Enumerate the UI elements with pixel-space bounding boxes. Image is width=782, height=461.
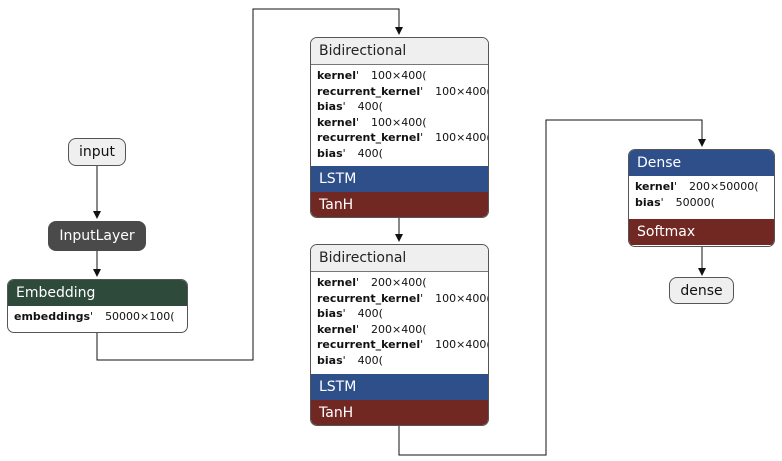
param-row: bias'400( <box>317 146 383 160</box>
param-key: recurrent_kernel <box>317 291 421 305</box>
dense-params: kernel'200×50000( bias'50000( <box>629 176 774 219</box>
param-key: embeddings <box>14 310 91 323</box>
param-value: 400( <box>357 100 383 113</box>
bidirectional-2-title: Bidirectional <box>311 245 488 272</box>
param-row: kernel'100×400( <box>317 115 427 129</box>
dense-node[interactable]: Dense kernel'200×50000( bias'50000( Soft… <box>628 149 775 247</box>
output-node[interactable]: dense <box>669 277 734 304</box>
param-value: 100×400( <box>435 338 489 351</box>
embedding-title: Embedding <box>8 280 187 306</box>
param-row: kernel'200×50000( <box>635 180 759 193</box>
param-key: kernel <box>317 69 356 82</box>
param-row: embeddings'50000×100( <box>14 310 175 323</box>
bidirectional-1-title: Bidirectional <box>311 38 488 65</box>
param-value: 200×400( <box>371 276 427 289</box>
param-value: 100×400( <box>435 84 489 98</box>
param-key: bias <box>635 195 661 209</box>
param-value: 400( <box>357 146 383 160</box>
bidirectional-2-params: kernel'200×400( recurrent_kernel'100×400… <box>311 272 488 374</box>
embedding-params: embeddings'50000×100( <box>8 306 187 328</box>
param-row: bias'50000( <box>635 195 715 209</box>
param-row: kernel'100×400( <box>317 69 427 82</box>
input-layer-label: InputLayer <box>59 228 135 244</box>
input-node[interactable]: input <box>68 138 126 166</box>
param-row: recurrent_kernel'100×400( <box>317 291 489 305</box>
param-row: recurrent_kernel'100×400( <box>317 131 489 144</box>
dense-title: Dense <box>629 150 774 176</box>
edge-bidirectional2-dense <box>398 119 706 456</box>
bidirectional-node-2[interactable]: Bidirectional kernel'200×400( recurrent_… <box>310 244 489 426</box>
param-key: bias <box>317 100 343 113</box>
param-value: 100×400( <box>435 131 489 144</box>
param-row: recurrent_kernel'100×400( <box>317 84 489 98</box>
tanh-band-1: TanH <box>311 192 488 217</box>
param-row: kernel'200×400( <box>317 276 427 289</box>
param-value: 50000( <box>675 195 715 209</box>
param-key: kernel <box>635 180 674 193</box>
param-row: bias'400( <box>317 100 383 113</box>
param-row: recurrent_kernel'100×400( <box>317 338 489 351</box>
param-key: bias <box>317 307 343 320</box>
embedding-node[interactable]: Embedding embeddings'50000×100( <box>7 279 188 333</box>
param-value: 200×50000( <box>689 180 759 193</box>
param-key: kernel <box>317 322 356 336</box>
param-key: recurrent_kernel <box>317 131 421 144</box>
bidirectional-node-1[interactable]: Bidirectional kernel'100×400( recurrent_… <box>310 37 489 218</box>
param-row: bias'400( <box>317 307 383 320</box>
tanh-band-2: TanH <box>311 400 488 425</box>
input-layer-node[interactable]: InputLayer <box>48 221 146 251</box>
param-row: kernel'200×400( <box>317 322 427 336</box>
param-value: 400( <box>357 307 383 320</box>
param-key: bias <box>317 353 343 367</box>
param-key: recurrent_kernel <box>317 84 421 98</box>
param-value: 200×400( <box>371 322 427 336</box>
bidirectional-1-params: kernel'100×400( recurrent_kernel'100×400… <box>311 65 488 166</box>
input-node-label: input <box>78 144 115 160</box>
param-key: kernel <box>317 276 356 289</box>
lstm-band-2: LSTM <box>311 374 488 400</box>
param-key: bias <box>317 146 343 160</box>
softmax-band: Softmax <box>629 219 774 245</box>
param-value: 100×400( <box>371 69 427 82</box>
param-key: kernel <box>317 115 356 129</box>
output-node-label: dense <box>680 282 723 299</box>
edge-embedding-bidirectional1 <box>96 8 403 361</box>
param-key: recurrent_kernel <box>317 338 421 351</box>
param-value: 50000×100( <box>105 310 175 323</box>
param-value: 100×400( <box>435 291 489 305</box>
param-value: 100×400( <box>371 115 427 129</box>
param-row: bias'400( <box>317 353 383 367</box>
param-value: 400( <box>357 353 383 367</box>
lstm-band-1: LSTM <box>311 166 488 192</box>
